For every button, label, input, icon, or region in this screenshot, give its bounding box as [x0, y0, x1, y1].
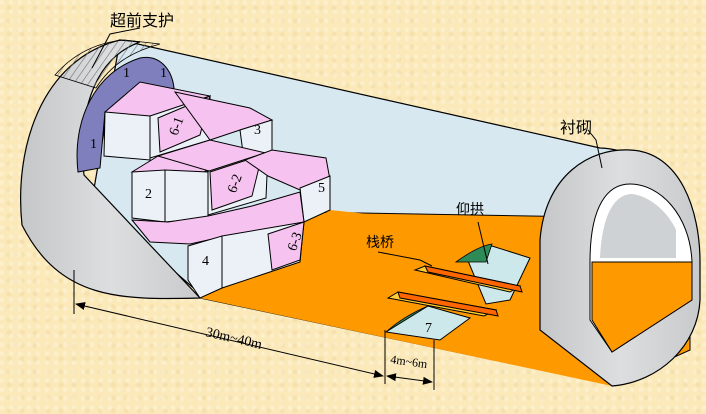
block-1-front	[103, 111, 151, 161]
label-invert: 仰拱	[456, 202, 484, 218]
left-portal-shell	[20, 39, 202, 300]
trestle-bridge	[386, 265, 523, 317]
section-6-2: 6-2	[225, 172, 245, 195]
invert-leader	[477, 221, 489, 265]
section-7: 7	[425, 321, 432, 336]
section-2: 2	[145, 187, 152, 202]
section-1-top: 1	[123, 66, 130, 81]
advance-support-hatch	[54, 39, 161, 89]
trestle-leader	[377, 251, 433, 267]
advance-support-leader	[91, 27, 141, 69]
label-dist-short: 4m~6m	[390, 352, 429, 371]
section-3: 3	[254, 123, 261, 138]
dimension-30-40m	[75, 302, 384, 378]
block-4-front	[187, 235, 223, 299]
section-4: 4	[202, 254, 209, 269]
label-dist-long: 30m~40m	[204, 325, 263, 353]
section-1-right: 1	[160, 66, 167, 81]
section-1-left: 1	[90, 137, 97, 152]
section-6-3: 6-3	[285, 230, 305, 253]
label-lining: 衬砌	[560, 119, 592, 137]
label-advance-support: 超前支护	[110, 12, 174, 30]
invert-green-top	[454, 243, 493, 263]
block-6-2-slope	[209, 154, 263, 211]
block-6-3-slope	[267, 221, 305, 271]
section-5: 5	[318, 181, 325, 196]
dimension-4-6m	[386, 373, 433, 385]
lining-inner-shade	[600, 194, 676, 258]
label-trestle: 栈桥	[366, 235, 394, 251]
section-6-1: 6-1	[167, 115, 187, 138]
invert-section-7	[384, 305, 472, 341]
lining-opening-floor	[591, 261, 693, 353]
lining-leader	[587, 129, 603, 169]
block-mid-front	[164, 169, 209, 223]
